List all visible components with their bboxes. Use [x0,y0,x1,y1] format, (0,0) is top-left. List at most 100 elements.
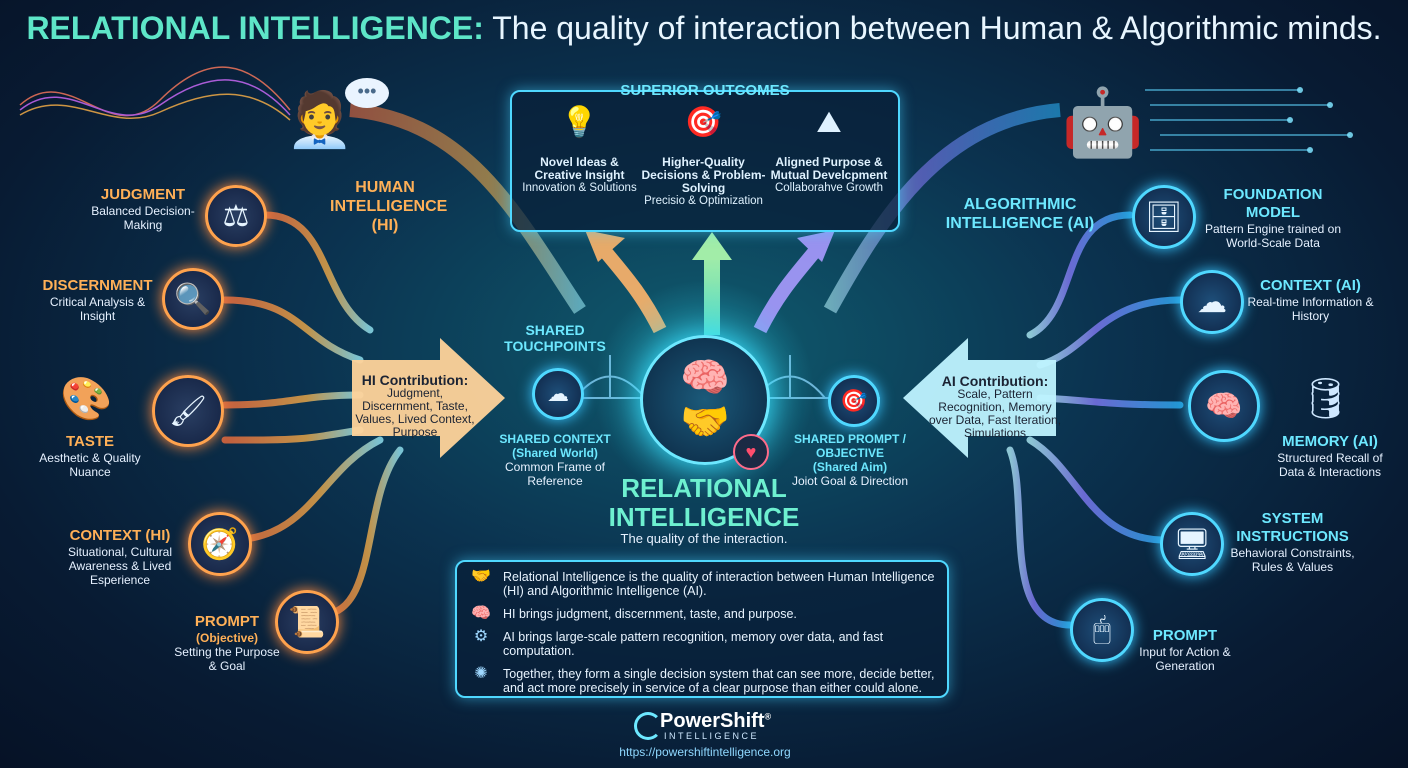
prompt-ai-title: PROMPT [1152,627,1218,644]
human-item-discernment: DISCERNMENT Critical Analysis & Insight [35,277,160,323]
prompt-hi-sub: Setting the Purpose & Goal [174,645,280,673]
handshake-icon: 🤝 [471,568,491,585]
brain-icon: 🧠 [471,605,491,622]
ai-contribution-title: AI Contribution: [941,373,1049,389]
lightbulb-icon: 💡 [560,106,599,139]
discernment-title: DISCERNMENT [42,277,153,294]
outcomes-heading: SUPERIOR OUTCOMES [620,82,790,99]
cloud-network-icon: ☁ [1180,270,1244,334]
speech-bubble-icon: ••• [345,78,389,108]
memory-ai-title: MEMORY (AI) [1282,433,1378,450]
taste-title: TASTE [65,433,115,450]
scales-icon: ⚖ [205,185,267,247]
shared-context-sub: Common Frame of Reference [504,460,606,488]
system-instructions-title: SYSTEM INSTRUCTIONS [1236,510,1349,545]
logo-tagline: INTELLIGENCE [664,731,760,741]
target-icon: 🎯 [828,375,880,427]
judgment-sub: Balanced Decision-Making [91,204,195,232]
hi-contribution-arrow [352,338,505,458]
ai-item-system-instructions: SYSTEM INSTRUCTIONS Behavioral Constrain… [1225,510,1360,574]
monitor-doc-icon: 🖥 [1160,512,1224,576]
discernment-sub: Critical Analysis & Insight [49,295,146,323]
heart-icon: ♥ [733,434,769,470]
palette-icon: 🎨 [60,375,113,422]
shared-prompt: SHARED PROMPT / OBJECTIVE (Shared Aim) J… [790,432,910,488]
shared-context-title: SHARED CONTEXT [499,432,611,446]
outcome-decisions-sub: Precisio & Optimization [644,195,763,207]
human-item-taste: TASTE Aesthetic & Quality Nuance [30,433,150,479]
human-intelligence-title: HUMAN INTELLIGENCE (HI) [330,179,448,234]
title-highlight: RELATIONAL INTELLIGENCE: [26,10,484,46]
compass-icon: 🧭 [188,512,252,576]
superior-outcomes-panel: SUPERIOR OUTCOMES 💡 Novel Ideas & Creati… [510,82,900,232]
foundation-model-title: FOUNDATION MODEL [1223,186,1323,221]
info-row-1: 🤝 Relational Intelligence is the quality… [469,568,935,599]
relational-intelligence-title: RELATIONAL INTELLIGENCE [608,473,800,532]
logo-brand: PowerShift [660,710,765,732]
outcome-novel-ideas: 💡 Novel Ideas & Creative Insight Innovat… [522,106,637,208]
context-ai-sub: Real-time Information & History [1247,295,1374,323]
ai-item-memory: MEMORY (AI) Structured Recall of Data & … [1265,433,1395,479]
context-hi-sub: Situational, Cultural Awareness & Lived … [67,545,173,587]
hi-contribution-text: Judgment, Discernment, Taste, Values, Li… [355,386,475,439]
info-row-4: ✺ Together, they form a single decision … [469,665,935,696]
prompt-hi-subtitle: (Objective) [195,631,258,645]
info-row-2: 🧠 HI brings judgment, discernment, taste… [469,605,935,622]
logo-mark-icon [634,712,662,740]
logo-reg: ® [764,711,772,722]
magnifier-puzzle-icon: 🔍 [162,268,224,330]
ai-contribution-text: Scale, Pattern Recognition, Memory over … [928,387,1062,440]
shared-touchpoints-label: SHARED TOUCHPOINTS [504,322,606,354]
memory-ai-sub: Structured Recall of Data & Interactions [1277,451,1383,479]
system-instructions-sub: Behavioral Constraints, Rules & Values [1230,546,1355,574]
prompt-hi-title: PROMPT [194,613,260,630]
info-text-2: HI brings judgment, discernment, taste, … [503,607,797,621]
outcome-decisions: 🎯 Higher-Quality Decisions & Problem-Sol… [640,106,768,208]
hi-contribution-title: HI Contribution: [361,372,469,388]
target-arrow-icon: 🎯 [684,106,723,139]
shared-prompt-title: SHARED PROMPT / OBJECTIVE [793,432,906,460]
left-wave-lines [19,66,291,121]
shared-prompt-subtitle: (Shared Aim) [812,460,888,474]
info-text-1: Relational Intelligence is the quality o… [503,570,935,598]
outcome-decisions-title: Higher-Quality Decisions & Problem-Solvi… [641,155,766,195]
ai-intelligence-title: ALGORITHMIC INTELLIGENCE (AI) [945,196,1095,232]
hi-contribution: HI Contribution: Judgment, Discernment, … [355,372,475,439]
outcome-aligned-purpose: ⛰ Aligned Purpose & Mutual Develcpment C… [770,108,888,208]
gear-icon: ⚙ [473,628,489,645]
info-panel: 🤝 Relational Intelligence is the quality… [455,560,949,698]
brains-handshake-icon: 🧠🤝 [640,335,770,465]
human-item-judgment: JUDGMENT Balanced Decision-Making [78,186,208,232]
title-rest: The quality of interaction between Human… [483,10,1382,46]
info-text-3: AI brings large-scale pattern recognitio… [503,630,884,658]
browser-cursor-icon: 🖱 [1070,598,1134,662]
ai-item-context: CONTEXT (AI) Real-time Information & His… [1243,277,1378,323]
ai-item-prompt: PROMPT Input for Action & Generation [1130,627,1240,673]
robot-avatar-icon: 🤖 [1061,84,1145,159]
context-hi-title: CONTEXT (HI) [69,527,171,544]
server-stack-icon: 🗄 [1132,185,1196,249]
cloud-icon: ☁ [532,368,584,420]
human-item-context: CONTEXT (HI) Situational, Cultural Aware… [55,527,185,587]
outcome-aligned-purpose-title: Aligned Purpose & Mutual Develcpment [770,155,888,182]
ai-contribution: AI Contribution: Scale, Pattern Recognit… [925,373,1065,440]
outcome-novel-ideas-sub: Innovation & Solutions [522,182,637,194]
website-link[interactable]: https://powershiftintelligence.org [619,745,791,759]
scroll-target-icon: 📜 [275,590,339,654]
outcome-aligned-purpose-sub: Collaborahve Growth [774,182,884,194]
brush-icon: 🖌 [152,375,224,447]
taste-sub: Aesthetic & Quality Nuance [39,451,141,479]
chip-brain-icon: 🧠 [1188,370,1260,442]
shared-context-subtitle: (Shared World) [512,446,598,460]
database-icon: 🛢 [1300,377,1351,421]
powershift-logo: PowerShift® INTELLIGENCE [630,710,790,742]
prompt-ai-sub: Input for Action & Generation [1139,645,1231,673]
ai-contribution-arrow [903,338,1056,458]
ai-item-foundation-model: FOUNDATION MODEL Pattern Engine trained … [1198,186,1348,250]
shared-prompt-sub: Joiot Goal & Direction [791,474,909,488]
relational-intelligence-subtitle: The quality of the interaction. [620,531,788,546]
judgment-title: JUDGMENT [100,186,186,203]
network-icon: ✺ [474,665,488,682]
human-avatar-icon: 🧑‍💼 [286,89,354,150]
info-text-4: Together, they form a single decision sy… [503,667,935,695]
